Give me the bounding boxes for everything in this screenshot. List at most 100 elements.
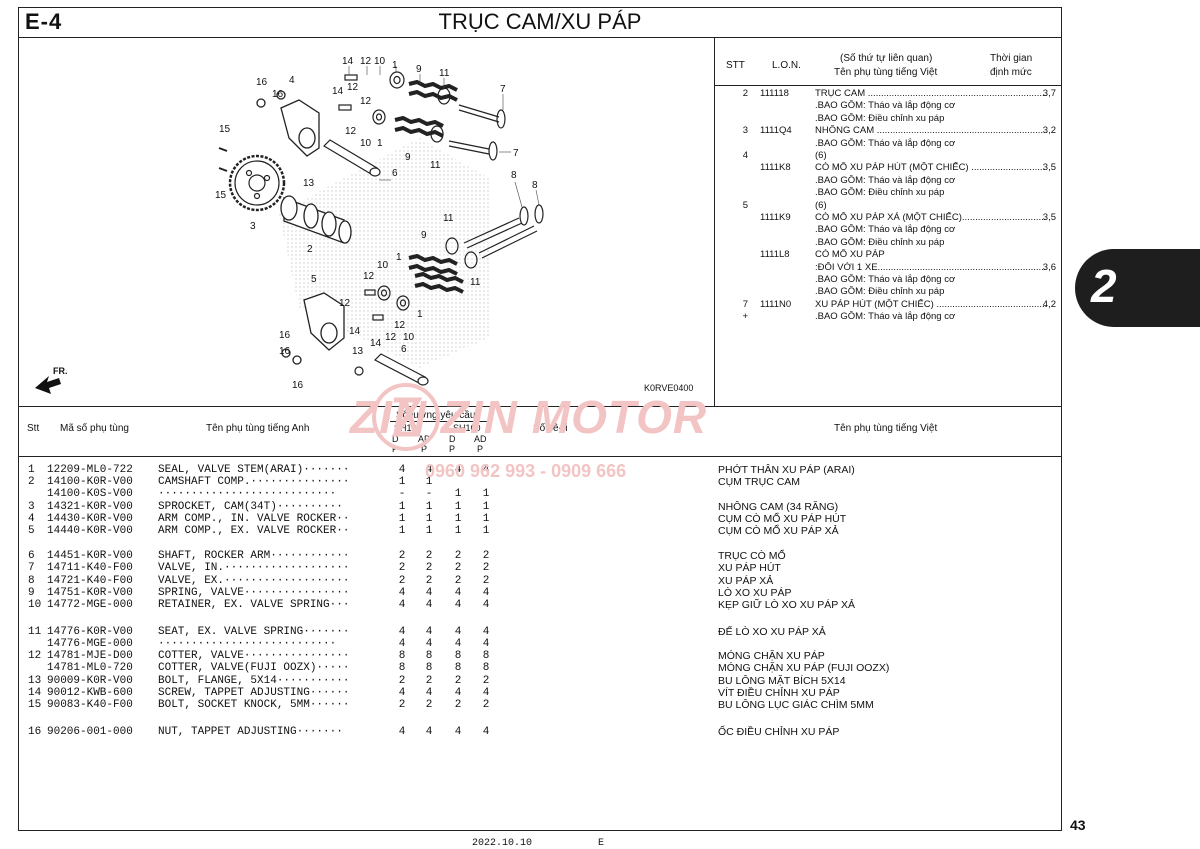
part-qty: 8 xyxy=(482,650,490,662)
labor-lon: 1111Q4 xyxy=(760,125,792,137)
part-qty: 1 xyxy=(425,513,433,525)
part-qty: 1 xyxy=(454,513,462,525)
part-name-en: BOLT, FLANGE, 5X14··········· xyxy=(158,675,350,687)
labor-row: .BAO GỒM: Tháo và lắp động cơ xyxy=(720,274,1060,286)
parts-header-p2: P xyxy=(421,444,428,454)
callout: 16 xyxy=(292,380,304,391)
part-qty: 2 xyxy=(425,562,433,574)
rocker-shaft-bottom xyxy=(354,353,429,386)
part-index: 7 xyxy=(28,562,35,574)
part-number: 14430-K0R-V00 xyxy=(47,513,133,525)
callout: 16 xyxy=(272,89,284,100)
part-qty: 4 xyxy=(454,638,462,650)
callout: 14 xyxy=(370,338,382,349)
part-qty: 4 xyxy=(482,464,490,476)
labor-header-time1: Thời gian xyxy=(990,53,1033,64)
part-index: 8 xyxy=(28,575,35,587)
parts-header-stt: Stt xyxy=(27,423,40,434)
callout: 5 xyxy=(311,274,317,285)
callout: 10 xyxy=(374,56,386,67)
part-qty: 1 xyxy=(398,513,406,525)
part-qty: 4 xyxy=(482,687,490,699)
parts-header-pno: Mã số phụ tùng xyxy=(60,423,129,434)
part-qty: 2 xyxy=(454,575,462,587)
labor-row: .BAO GỒM: Điều chỉnh xu páp xyxy=(720,286,1060,298)
upper-valve-group xyxy=(338,71,506,161)
part-name-en: RETAINER, EX. VALVE SPRING··· xyxy=(158,599,350,611)
callout: 1 xyxy=(396,252,402,263)
part-qty: 1 xyxy=(398,476,406,488)
part-qty: 2 xyxy=(425,699,433,711)
parts-header-p3: P xyxy=(449,444,456,454)
callout: 12 xyxy=(345,126,357,137)
labor-name: .BAO GỒM: Tháo và lắp động cơ xyxy=(815,137,956,149)
part-qty: 4 xyxy=(425,599,433,611)
page-number: 43 xyxy=(1070,817,1086,833)
chapter-tab: 2 xyxy=(1075,249,1200,327)
labor-time: 3,5 xyxy=(1042,212,1056,223)
part-name-en: SHAFT, ROCKER ARM············ xyxy=(158,550,350,562)
part-index: 11 xyxy=(28,626,42,638)
part-name-vi: XU PÁP XẢ xyxy=(718,575,774,587)
callout: 9 xyxy=(416,64,422,75)
footer-date: 2022.10.10 xyxy=(472,838,533,849)
labor-name: .BAO GỒM: Điều chỉnh xu páp xyxy=(815,187,945,199)
labor-header-stt: STT xyxy=(726,60,745,71)
part-qty: 1 xyxy=(482,488,490,500)
part-number: 14776-K0R-V00 xyxy=(47,626,133,638)
part-name-vi: ỐC ĐIỀU CHỈNH XU PÁP xyxy=(718,726,840,738)
part-qty: 4 xyxy=(398,599,406,611)
part-qty: 2 xyxy=(425,575,433,587)
parts-header-qty: Số lượng yêu cầu xyxy=(396,410,476,421)
part-qty: 1 xyxy=(425,476,433,488)
part-index: 14 xyxy=(28,687,42,699)
front-label: FR. xyxy=(53,366,68,376)
part-qty: - xyxy=(425,488,433,500)
diagram-bottom-rule xyxy=(18,406,1062,407)
part-qty: 4 xyxy=(398,626,406,638)
parts-row: 14100-K0S-V00 ··························… xyxy=(20,488,1060,500)
labor-name: .BAO GỒM: Tháo và lắp động cơ xyxy=(815,174,956,186)
cam-sprocket xyxy=(218,147,286,212)
callout: 12 xyxy=(360,96,372,107)
part-qty: 4 xyxy=(425,687,433,699)
part-number: 14451-K0R-V00 xyxy=(47,550,133,562)
part-number: 14776-MGE-000 xyxy=(47,638,133,650)
labor-row: .BAO GỒM: Tháo và lắp động cơ xyxy=(720,224,1060,236)
part-qty: 4 xyxy=(482,587,490,599)
callout: 1 xyxy=(417,309,423,320)
part-qty: 4 xyxy=(425,726,433,738)
labor-stt: + xyxy=(742,311,748,323)
labor-name: CÒ MỔ XU PÁP xyxy=(815,249,885,261)
labor-header-rule xyxy=(714,85,1062,86)
labor-name: .BAO GỒM: Điều chỉnh xu páp xyxy=(815,112,945,124)
part-index: 5 xyxy=(28,525,35,537)
parts-header-en: Tên phụ tùng tiếng Anh xyxy=(206,423,310,434)
labor-row: 5(6) xyxy=(720,200,1060,212)
part-qty: 8 xyxy=(454,662,462,674)
callout: 6 xyxy=(401,344,407,355)
part-name-vi: XU PÁP HÚT xyxy=(718,562,781,574)
labor-row: .BAO GỒM: Điều chỉnh xu páp xyxy=(720,237,1060,249)
part-qty: 2 xyxy=(454,675,462,687)
diagram-divider xyxy=(714,37,715,406)
part-qty: 8 xyxy=(425,650,433,662)
part-name-en: VALVE, EX.··················· xyxy=(158,575,350,587)
part-qty: 2 xyxy=(398,562,406,574)
lower-valve-group xyxy=(364,204,544,321)
labor-stt: 5 xyxy=(742,199,748,211)
callout: 15 xyxy=(219,124,231,135)
part-qty: 4 xyxy=(425,626,433,638)
part-name-en: COTTER, VALVE(FUJI OOZX)····· xyxy=(158,662,350,674)
section-code: E-4 xyxy=(25,9,63,34)
part-index: 4 xyxy=(28,513,35,525)
callout: 10 xyxy=(360,138,372,149)
part-qty: 4 xyxy=(454,626,462,638)
part-name-vi: ĐẾ LÒ XO XU PÁP XẢ xyxy=(718,626,826,638)
